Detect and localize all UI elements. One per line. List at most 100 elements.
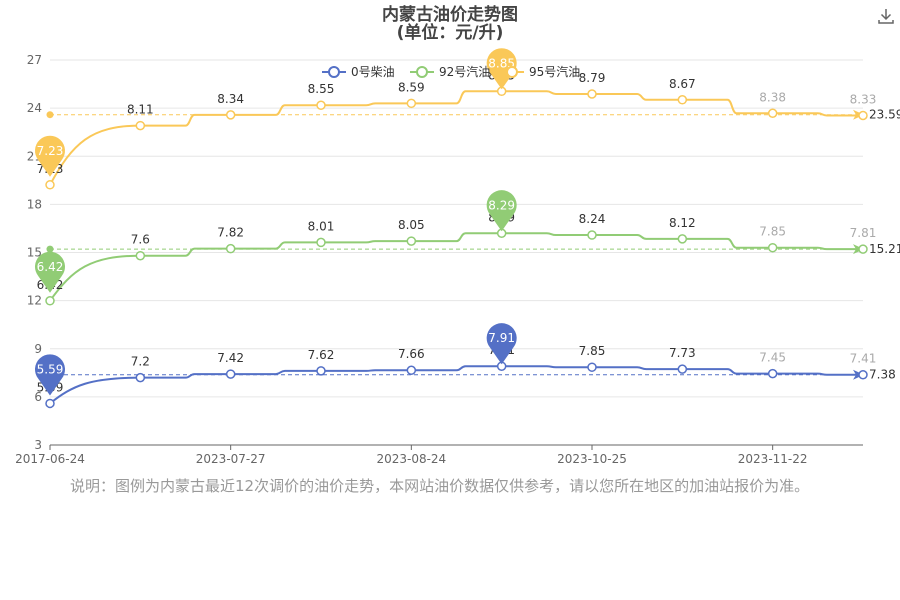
download-icon[interactable]	[876, 6, 896, 26]
data-point	[45, 398, 55, 409]
y-tick-label: 15	[27, 246, 42, 260]
data-point	[135, 250, 146, 261]
data-label: 8.79	[579, 71, 606, 85]
pin-label: 8.85	[488, 56, 515, 70]
data-label: 8.38	[759, 90, 786, 104]
legend-item[interactable]: 0号柴油	[322, 65, 395, 79]
data-label: 7.41	[850, 352, 877, 366]
series-line	[49, 365, 863, 405]
x-tick-label: 2023-07-27	[196, 452, 266, 466]
y-tick-label: 27	[27, 53, 42, 67]
series-line	[49, 90, 863, 186]
pin-shape	[486, 190, 517, 232]
chart-title: 内蒙古油价走势图	[382, 4, 518, 25]
series-line	[49, 232, 863, 302]
legend-label: 95号汽油	[529, 64, 580, 79]
pin-shape	[486, 48, 517, 90]
data-point	[858, 369, 868, 380]
y-tick-label: 24	[27, 101, 42, 115]
data-point	[677, 364, 688, 374]
data-point	[587, 89, 597, 99]
pin-shape	[35, 251, 65, 293]
data-label: 7.73	[669, 346, 696, 360]
data-label: 8.12	[669, 216, 696, 230]
data-label: 8.67	[669, 77, 696, 91]
average-line-label: 7.38	[869, 368, 896, 382]
min-pin: 5.59	[35, 354, 65, 396]
data-point	[316, 366, 326, 376]
legend-swatch-marker	[416, 66, 428, 78]
data-point	[767, 108, 778, 119]
min-pin: 6.42	[35, 251, 65, 293]
data-label: 7.2	[131, 355, 150, 369]
pin-label: 8.29	[488, 198, 515, 212]
data-point	[406, 365, 417, 375]
min-pin: 7.23	[35, 135, 65, 177]
legend-label: 0号柴油	[351, 65, 395, 79]
x-tick-label: 2023-11-22	[738, 452, 808, 466]
data-label: 8.33	[850, 93, 877, 107]
data-point	[45, 180, 55, 190]
data-label: 8.11	[127, 103, 154, 117]
average-line-label: 15.21	[869, 242, 900, 256]
y-tick-label: 6	[34, 390, 42, 404]
data-point	[135, 372, 146, 383]
legend-swatch-marker	[328, 66, 340, 78]
x-tick-label: 2023-10-25	[557, 452, 627, 466]
legend-label: 92号汽油	[439, 64, 490, 79]
series-gasoline-92: 15.216.427.67.828.018.058.298.248.127.85…	[35, 190, 900, 306]
series-diesel-0: 7.385.597.27.427.627.667.917.857.737.457…	[35, 323, 896, 409]
data-point	[316, 100, 326, 110]
data-point	[406, 236, 417, 246]
footnote: 说明：图例为内蒙古最近12次调价的油价走势，本网站油价数据仅供参考，请以您所在地…	[70, 477, 810, 495]
pin-shape	[35, 354, 65, 396]
x-tick-label: 2023-08-24	[376, 452, 446, 466]
data-point	[858, 110, 868, 121]
data-label: 7.66	[398, 347, 425, 361]
data-point	[587, 230, 597, 240]
max-pin: 8.29	[486, 190, 517, 232]
chart-subtitle: (单位：元/升)	[397, 22, 504, 43]
data-point	[767, 368, 778, 379]
data-point	[225, 369, 236, 379]
pin-label: 5.59	[37, 362, 64, 376]
y-tick-label: 12	[27, 294, 42, 308]
data-point	[587, 362, 597, 372]
average-line-start	[46, 245, 54, 253]
pin-shape	[35, 135, 65, 177]
data-label: 8.24	[579, 212, 606, 226]
legend-swatch-marker	[506, 66, 518, 78]
data-label: 7.82	[217, 226, 244, 240]
pin-label: 6.42	[37, 260, 64, 274]
data-label: 7.62	[308, 348, 335, 362]
data-label: 8.01	[308, 219, 335, 233]
data-label: 7.45	[759, 351, 786, 365]
data-point	[45, 296, 55, 306]
grid	[50, 59, 863, 446]
data-label: 8.59	[398, 80, 425, 94]
data-label: 8.55	[308, 82, 335, 96]
data-label: 7.42	[217, 351, 244, 365]
pin-shape	[486, 323, 517, 365]
y-tick-label: 9	[34, 342, 42, 356]
data-point	[767, 242, 778, 253]
data-point	[316, 237, 326, 248]
data-point	[677, 95, 688, 105]
average-line-label: 23.59	[869, 108, 900, 122]
legend[interactable]: 0号柴油 92号汽油 95号汽油	[322, 64, 580, 79]
legend-item[interactable]: 95号汽油	[500, 64, 580, 79]
max-pin: 8.85	[486, 48, 517, 90]
pin-label: 7.91	[488, 331, 515, 345]
data-label: 7.85	[759, 225, 786, 239]
series-gasoline-95: 23.59 7.23 8.11 8.34 8.55 8.59 8.85 8.79 8.67 8.3…	[35, 48, 900, 190]
pin-label: 7.23	[37, 144, 64, 158]
series-group: 7.385.597.27.427.627.667.917.857.737.457…	[35, 48, 900, 409]
legend-item[interactable]: 92号汽油	[410, 64, 490, 79]
data-label: 7.6	[131, 233, 150, 247]
data-point	[406, 98, 417, 109]
data-label: 8.34	[217, 92, 244, 106]
data-point	[225, 110, 236, 120]
y-tick-label: 3	[34, 438, 42, 452]
